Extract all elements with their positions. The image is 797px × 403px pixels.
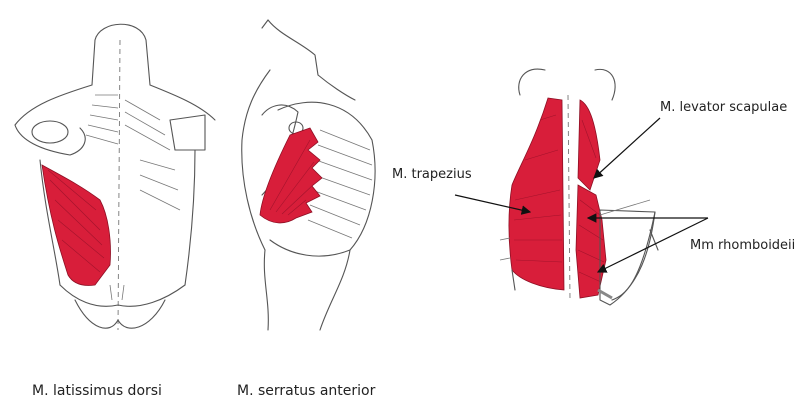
lat-hip-bones [75, 300, 165, 328]
back-spine-line [568, 95, 570, 300]
back-scapular-spine [600, 200, 650, 215]
rhomboid-label: Mm rhomboideii [690, 238, 795, 253]
serr-ribs [308, 130, 372, 238]
lat-head-outline [95, 24, 150, 85]
latissimus-illustration [15, 24, 215, 330]
serratus-caption: M. serratus anterior [237, 383, 375, 399]
back-scapula-edge [612, 212, 655, 300]
trapezius-muscle [509, 98, 564, 290]
serr-belly [320, 250, 350, 330]
lat-upper-back-hatching [86, 95, 118, 144]
levator-scapulae-label: M. levator scapulae [660, 100, 787, 115]
serratus-anterior-muscle [260, 128, 322, 223]
back-muscles-illustration [500, 69, 658, 305]
serr-neck-outline [268, 20, 318, 75]
lat-left-shoulder [15, 85, 92, 125]
back-head-left [519, 69, 545, 95]
latissimus-dorsi-muscle [42, 165, 111, 285]
levator-arrow [594, 118, 660, 178]
rhomboid-muscles [576, 185, 606, 298]
lat-left-shoulder-joint [32, 121, 68, 143]
serr-back-outline [242, 70, 270, 250]
lat-sacrum [110, 285, 124, 300]
trapezius-label: M. trapezius [392, 167, 472, 182]
lat-right-scapula [170, 115, 205, 150]
levator-scapulae-muscle [578, 100, 600, 190]
lat-spine-line [118, 40, 120, 330]
back-head-right [595, 69, 615, 100]
serr-neck-front [318, 75, 355, 100]
lat-left-arm [15, 125, 85, 155]
lat-neck-outline [92, 40, 95, 85]
latissimus-caption: M. latissimus dorsi [32, 383, 162, 399]
serratus-illustration [242, 20, 375, 330]
lat-right-back-hatching [125, 100, 180, 210]
serr-lower-back [264, 250, 268, 330]
lat-right-torso [185, 150, 195, 285]
back-left-ribs [500, 238, 510, 260]
serr-chin [262, 20, 268, 28]
